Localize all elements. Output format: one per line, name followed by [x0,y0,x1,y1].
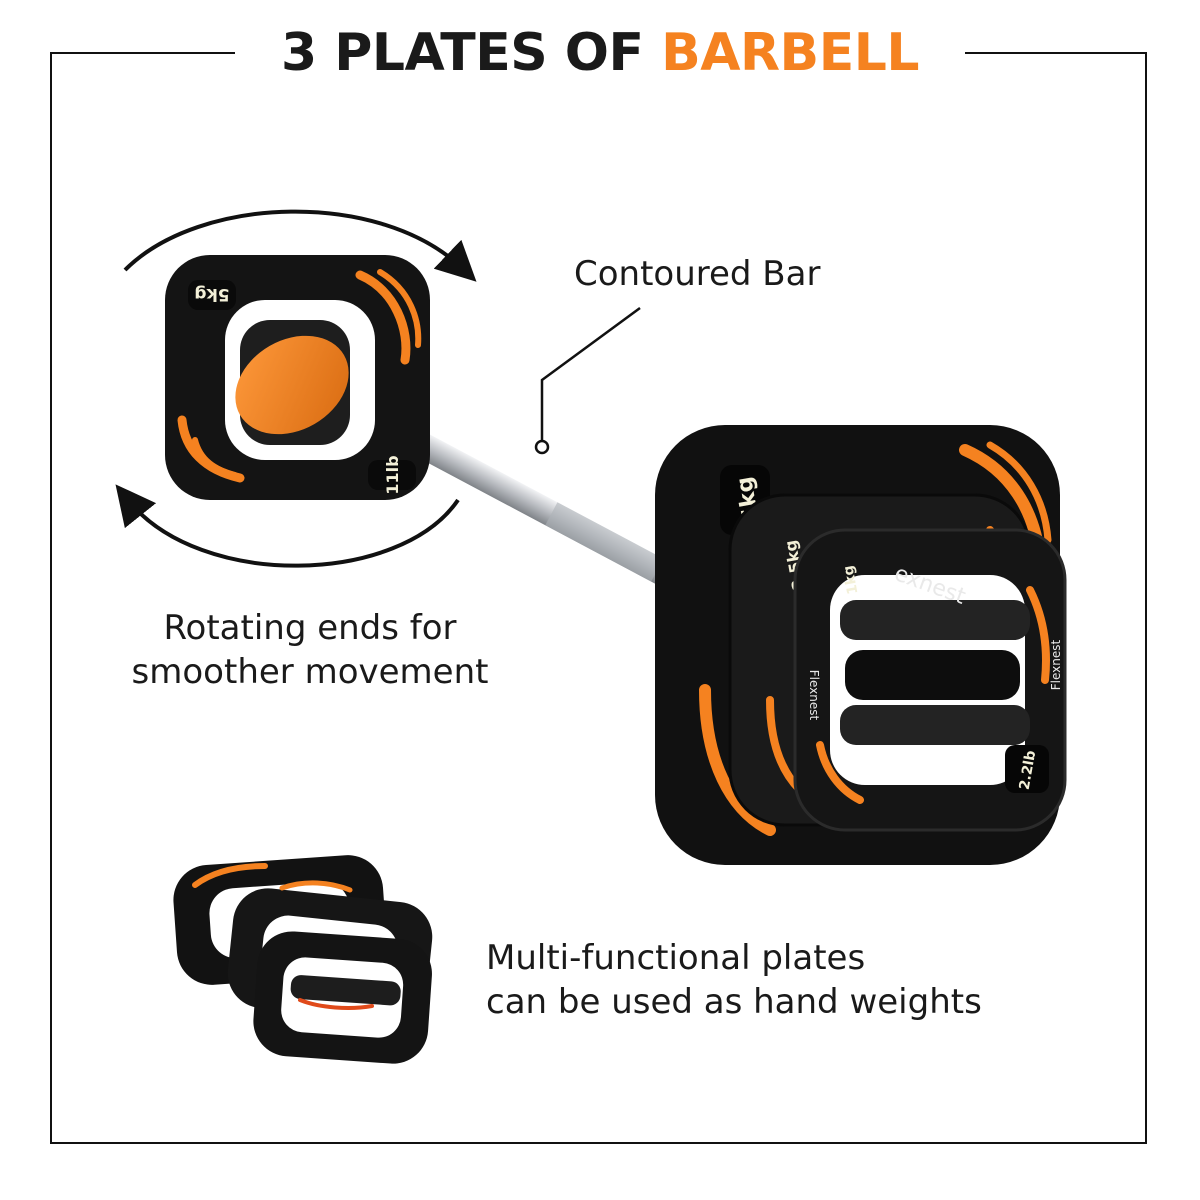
rotate-arrow-top-icon [123,209,477,282]
contoured-bar-caption: Contoured Bar [574,254,821,294]
title-banner: 3 PLATES OF BARBELL [235,18,965,88]
leader-line-icon [540,306,641,440]
rotate-arrow-bottom-icon [115,484,460,568]
plate-stack-right: 5kg 2.5kg exnest 1kg 2.2lb Flexnest Flex… [655,425,1067,865]
side-plate-brand-label: Flexnest [807,670,821,721]
hand-weights-stack [173,855,433,1064]
rotating-caption-line2: smoother movement [131,652,489,692]
small-plate-lb-label: 11lb [383,455,402,494]
front-plate-kg-label: 1kg [841,564,862,595]
page-title: 3 PLATES OF BARBELL [281,23,919,83]
leader-dot [534,439,550,455]
small-plate-left: 5kg 11lb [165,255,430,500]
multi-caption-line2: can be used as hand weights [486,982,982,1022]
title-plain: PLATES OF [334,23,644,83]
small-plate-kg-label: 5kg [194,284,229,304]
rotating-ends-caption: Rotating ends for smoother movement [100,606,520,694]
multi-functional-caption: Multi-functional plates can be used as h… [486,936,982,1024]
title-accent: BARBELL [661,23,919,83]
rotating-caption-line1: Rotating ends for [163,608,457,648]
title-number: 3 [281,23,317,83]
multi-caption-line1: Multi-functional plates [486,938,866,978]
front-plate-lb-label: 2.2lb [1017,749,1040,791]
front-plate-brand-label: Flexnest [1049,639,1063,690]
